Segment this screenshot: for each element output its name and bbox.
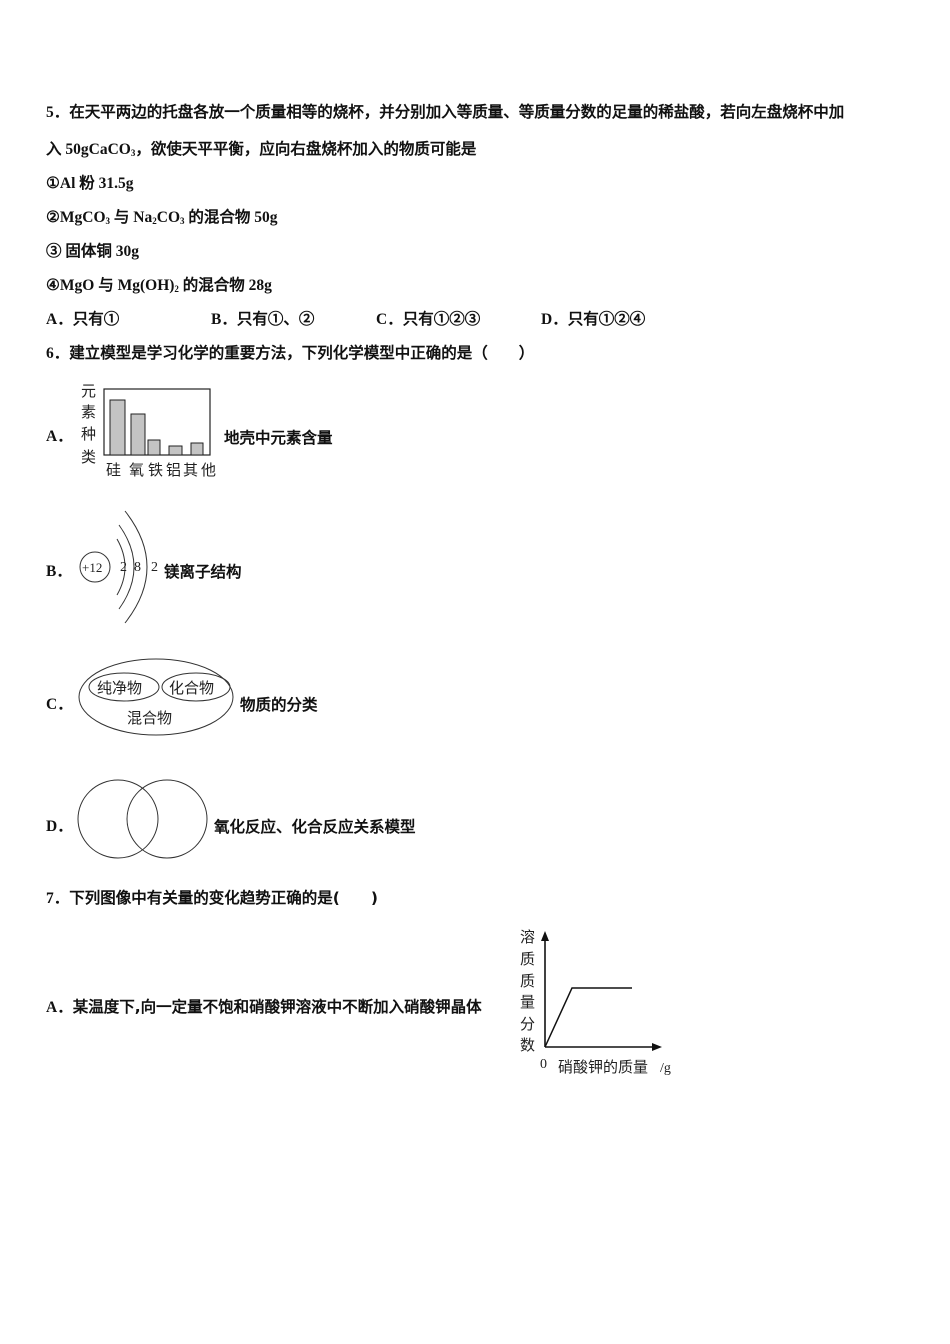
q7-option-a[interactable]: A．某温度下,向一定量不饱和硝酸钾溶液中不断加入硝酸钾晶体 (46, 998, 482, 1016)
bar-silicon (109, 399, 126, 456)
q7-stem: 7．下列图像中有关量的变化趋势正确的是( ) (46, 889, 378, 907)
solute-mass-fraction-line-chart: 溶 质 质 量 分 数 0 硝酸钾的质量 /g (520, 928, 671, 1076)
svg-text:硅: 硅 (106, 461, 121, 479)
venn-circle-right (126, 779, 208, 859)
q5-number: 5． (46, 104, 70, 121)
svg-text:素: 素 (81, 403, 96, 421)
nucleus-circle (79, 551, 111, 583)
svg-text:0: 0 (540, 1057, 547, 1072)
svg-text:纯净物: 纯净物 (97, 679, 142, 697)
svg-text:氧: 氧 (129, 461, 144, 479)
matter-classification-diagram: 纯净物 化合物 混合物 (78, 658, 234, 736)
q5-stem-line1: 5．在天平两边的托盘各放一个质量相等的烧杯，并分别加入等质量、等质量分数的足量的… (46, 103, 844, 123)
q6-option-d-letter[interactable]: D． (46, 818, 73, 835)
svg-text:2: 2 (120, 560, 127, 575)
q5-item-2: ②MgCO3 与 Na2CO3 的混合物 50g (46, 209, 278, 226)
element-content-bar-chart: 元 素 种 类 硅 氧 铁 铝 其 他 (81, 382, 216, 479)
svg-text:8: 8 (134, 560, 141, 575)
q6-number: 6． (46, 345, 70, 362)
svg-text:铁: 铁 (148, 461, 163, 479)
q5-choice-c[interactable]: C．只有①②③ (376, 311, 481, 328)
bar-iron (147, 439, 161, 456)
q6-option-c-caption: 物质的分类 (240, 696, 318, 714)
svg-text:质: 质 (520, 972, 535, 990)
q6-option-a-letter[interactable]: A． (46, 428, 73, 445)
svg-text:化合物: 化合物 (169, 679, 214, 697)
q6-option-b-caption: 镁离子结构 (164, 563, 242, 581)
q5-stem-line2: 入 50gCaCO3，欲使天平平衡，应向右盘烧杯加入的物质可能是 (46, 141, 477, 158)
svg-text:混合物: 混合物 (127, 709, 172, 727)
reaction-relationship-venn-diagram (77, 779, 208, 859)
svg-text:其: 其 (183, 461, 198, 479)
svg-text:类: 类 (81, 448, 96, 466)
svg-text:铝: 铝 (166, 461, 181, 479)
q5-item-1: ①Al 粉 31.5g (46, 175, 134, 192)
bar-oxygen (130, 413, 146, 456)
inner-left-ellipse (88, 672, 160, 702)
svg-text:溶: 溶 (520, 928, 535, 946)
bar-aluminum (168, 445, 183, 456)
q6-option-c-letter[interactable]: C． (46, 696, 73, 713)
q6-option-a-caption: 地壳中元素含量 (224, 429, 333, 447)
svg-text:/g: /g (660, 1061, 671, 1076)
data-line (544, 987, 632, 1048)
q6-stem: 6．建立模型是学习化学的重要方法，下列化学模型中正确的是（ ） (46, 345, 535, 362)
x-axis-arrow-icon (652, 1043, 662, 1051)
q6-option-b-letter[interactable]: B． (46, 563, 72, 580)
y-axis-arrow-icon (541, 931, 549, 941)
svg-text:数: 数 (520, 1036, 535, 1054)
magnesium-ion-structure-diagram: +12 2 8 2 (79, 510, 158, 624)
q7-number: 7． (46, 890, 70, 907)
svg-text:种: 种 (81, 425, 96, 443)
q5-item-4: ④MgO 与 Mg(OH)2 的混合物 28g (46, 277, 272, 294)
svg-text:2: 2 (151, 560, 158, 575)
q5-choice-a[interactable]: A．只有① (46, 311, 120, 328)
outer-ellipse (78, 658, 234, 736)
svg-text:他: 他 (201, 461, 216, 479)
svg-text:分: 分 (520, 1015, 535, 1033)
bar-other (190, 442, 204, 456)
q5-stem-text-1: 在天平两边的托盘各放一个质量相等的烧杯，并分别加入等质量、等质量分数的足量的稀盐… (69, 104, 845, 121)
svg-text:硝酸钾的质量: 硝酸钾的质量 (558, 1058, 648, 1076)
venn-circle-left (77, 779, 159, 859)
svg-text:元: 元 (81, 382, 96, 400)
inner-right-ellipse (161, 672, 231, 702)
q5-choice-b[interactable]: B．只有①、② (211, 311, 315, 328)
svg-text:+12: +12 (82, 560, 102, 575)
q6-option-d-caption: 氧化反应、化合反应关系模型 (214, 818, 416, 836)
q5-item-3: ③ 固体铜 30g (46, 243, 140, 260)
svg-text:量: 量 (520, 993, 535, 1011)
q5-choice-d[interactable]: D．只有①②④ (541, 311, 646, 328)
svg-text:质: 质 (520, 950, 535, 968)
